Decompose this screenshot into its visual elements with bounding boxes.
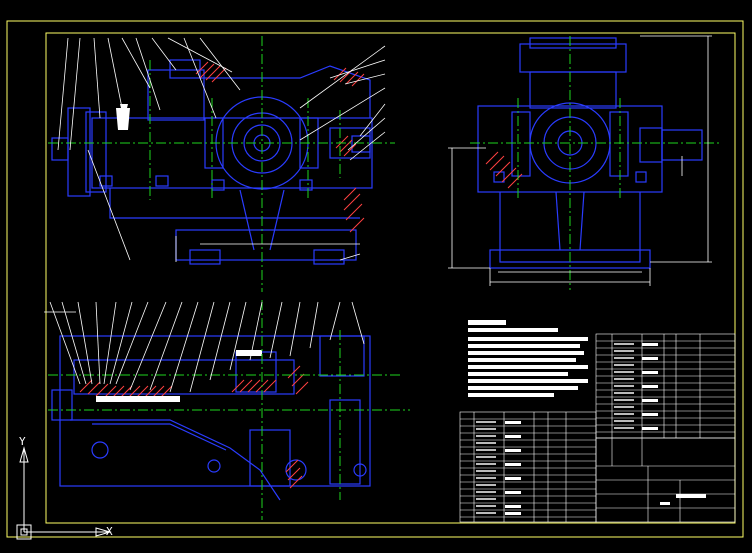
top-white-section bbox=[96, 350, 262, 402]
sheet-outer-border bbox=[6, 20, 744, 538]
top-leader-lines bbox=[44, 301, 365, 393]
top-section-hatching bbox=[79, 365, 309, 489]
technical-notes-block bbox=[468, 320, 588, 397]
parts-list-table[interactable] bbox=[459, 333, 736, 523]
side-dimension-lines bbox=[448, 35, 712, 286]
ucs-x-label: X bbox=[106, 525, 113, 538]
top-section-view[interactable] bbox=[51, 335, 371, 501]
front-white-section bbox=[116, 104, 130, 130]
side-centerlines bbox=[470, 36, 720, 290]
front-section-hatching bbox=[195, 61, 365, 233]
side-section-hatching bbox=[485, 151, 523, 189]
front-centerlines bbox=[48, 36, 395, 292]
top-centerlines bbox=[48, 300, 410, 520]
side-elevation-view[interactable] bbox=[477, 37, 703, 269]
ucs-y-label: Y bbox=[19, 435, 26, 448]
drawing-frame bbox=[45, 32, 736, 524]
front-leader-lines bbox=[57, 37, 386, 262]
ucs-icon bbox=[16, 446, 112, 540]
